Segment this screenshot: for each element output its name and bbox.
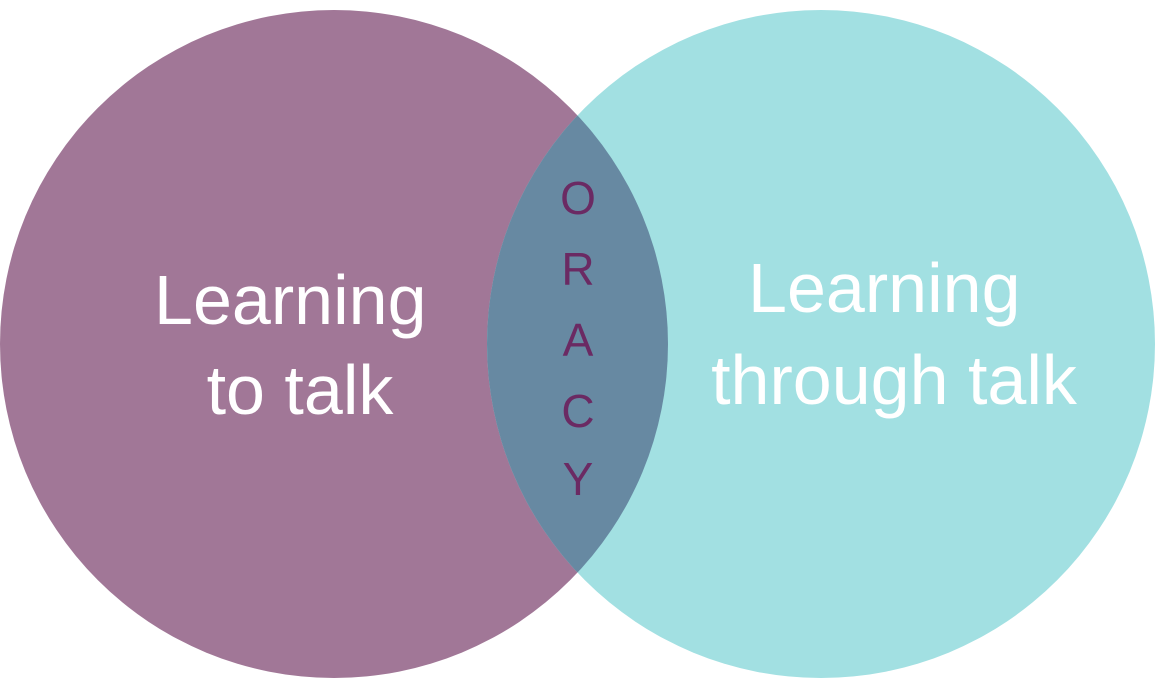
- right-label-line-2: through talk: [711, 341, 1078, 419]
- overlap-label: O R A C Y: [560, 172, 596, 505]
- right-circle-label: Learning through talk: [711, 249, 1078, 419]
- overlap-letter-r: R: [561, 243, 594, 295]
- left-circle-label: Learning to talk: [154, 261, 446, 429]
- left-circle: [0, 10, 668, 678]
- overlap-letter-o: O: [560, 172, 596, 224]
- right-label-line-1: Learning: [748, 249, 1020, 327]
- right-circle: [487, 10, 1155, 678]
- overlap-letter-a: A: [563, 314, 594, 366]
- overlap-letter-c: C: [561, 385, 594, 437]
- left-label-line-2: to talk: [207, 351, 395, 429]
- left-label-line-1: Learning: [154, 261, 426, 339]
- overlap-letter-y: Y: [563, 453, 594, 505]
